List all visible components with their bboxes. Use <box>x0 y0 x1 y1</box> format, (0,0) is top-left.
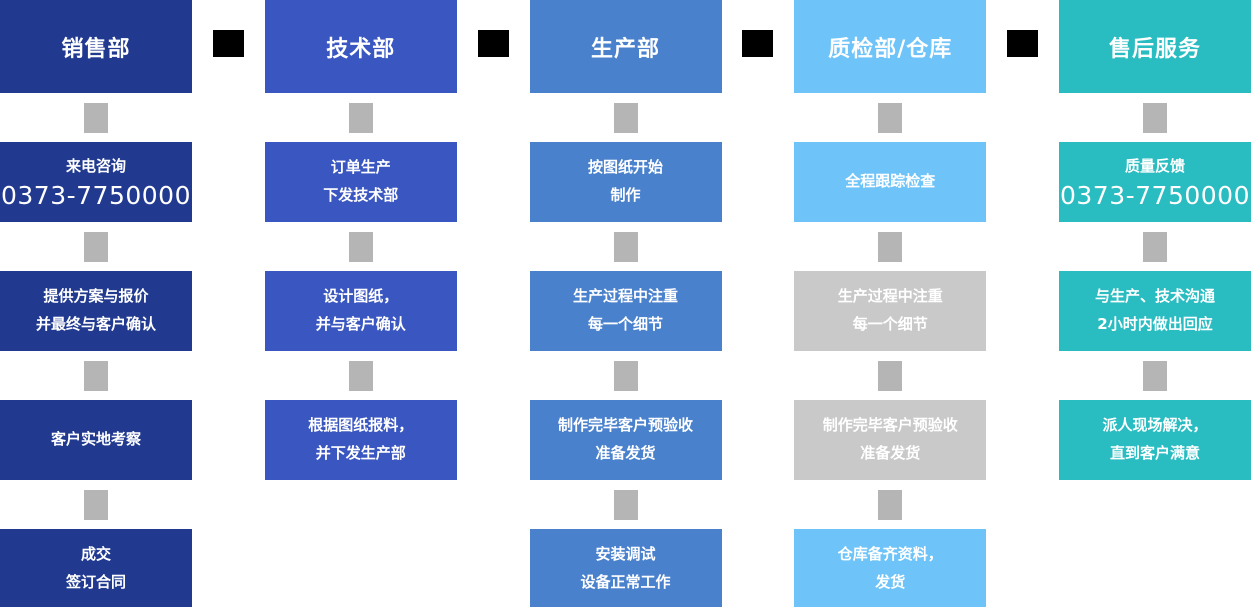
flow-step-box-muted: 制作完毕客户预验收 准备发货 <box>794 400 987 480</box>
flow-column-aftersales: 售后服务 质量反馈 0373-7750000 与生产、技术沟通 2小时内做出回应… <box>1059 0 1251 607</box>
flow-column-technology: 技术部 订单生产 下发技术部 设计图纸， 并与客户确认 根据图纸报料， 并下发生… <box>264 0 457 607</box>
flow-connector <box>1143 361 1167 391</box>
step-line: 设备正常工作 <box>580 573 671 591</box>
flow-step-box: 提供方案与报价 并最终与客户确认 <box>0 271 192 351</box>
flow-step-box: 成交 签订合同 <box>0 529 192 607</box>
header-separator-icon <box>478 30 509 57</box>
step-line: 发货 <box>875 573 906 591</box>
flow-step-box: 订单生产 下发技术部 <box>264 142 457 222</box>
step-line: 制作完毕客户预验收 <box>557 416 693 435</box>
step-line: 订单生产 <box>330 158 391 177</box>
phone-number: 0373-7750000 <box>1060 181 1250 211</box>
column-header-sales: 销售部 <box>0 0 192 93</box>
step-line: 下发技术部 <box>323 186 399 204</box>
step-line: 来电咨询 <box>65 156 126 175</box>
flow-connector <box>613 232 638 262</box>
step-line: 安装调试 <box>595 545 656 564</box>
step-line: 并最终与客户确认 <box>35 315 156 333</box>
flow-step-box: 生产过程中注重 每一个细节 <box>529 271 722 351</box>
step-line: 每一个细节 <box>587 315 663 333</box>
step-line: 生产过程中注重 <box>572 287 678 306</box>
flow-connector <box>613 361 638 391</box>
flow-connector <box>878 361 903 391</box>
flow-step-box: 来电咨询 0373-7750000 <box>0 142 192 222</box>
step-line: 签订合同 <box>65 573 126 591</box>
step-line: 制作 <box>610 186 641 204</box>
flow-column-production: 生产部 按图纸开始 制作 生产过程中注重 每一个细节 制作完毕客户预验收 准备发… <box>529 0 722 607</box>
flow-connector <box>348 232 373 262</box>
step-line: 客户实地考察 <box>50 430 141 449</box>
flow-step-box: 设计图纸， 并与客户确认 <box>264 271 457 351</box>
flow-step-box: 与生产、技术沟通 2小时内做出回应 <box>1059 271 1251 351</box>
header-separator-icon <box>1007 30 1038 57</box>
header-separator-icon <box>742 30 773 57</box>
step-line: 每一个细节 <box>852 315 928 333</box>
flow-step-box: 派人现场解决， 直到客户满意 <box>1059 400 1251 480</box>
step-line: 设计图纸， <box>323 287 399 306</box>
step-line: 按图纸开始 <box>587 158 663 177</box>
phone-number: 0373-7750000 <box>1 181 191 211</box>
flow-step-box: 根据图纸报料， 并下发生产部 <box>264 400 457 480</box>
step-line: 根据图纸报料， <box>308 416 414 435</box>
column-header-label: 售后服务 <box>1108 36 1201 62</box>
flow-step-box: 质量反馈 0373-7750000 <box>1059 142 1251 222</box>
flow-column-sales: 销售部 来电咨询 0373-7750000 提供方案与报价 并最终与客户确认 客… <box>0 0 192 607</box>
step-line: 成交 <box>80 545 111 564</box>
header-separator-icon <box>213 30 244 57</box>
step-line: 准备发货 <box>860 444 921 462</box>
step-line: 准备发货 <box>595 444 656 462</box>
flow-connector <box>84 232 108 262</box>
column-header-label: 销售部 <box>61 36 131 62</box>
flow-connector <box>1143 103 1167 133</box>
step-line: 生产过程中注重 <box>837 287 943 306</box>
flow-connector <box>878 103 903 133</box>
column-header-production: 生产部 <box>529 0 722 93</box>
step-line: 直到客户满意 <box>1109 444 1200 462</box>
flow-connector <box>878 232 903 262</box>
flow-step-box: 制作完毕客户预验收 准备发货 <box>529 400 722 480</box>
flow-connector <box>613 103 638 133</box>
step-line: 与生产、技术沟通 <box>1094 287 1215 306</box>
flow-step-box: 客户实地考察 <box>0 400 192 480</box>
step-line: 仓库备齐资料， <box>837 545 943 564</box>
flow-column-qa-warehouse: 质检部/仓库 全程跟踪检查 生产过程中注重 每一个细节 制作完毕客户预验收 准备… <box>794 0 987 607</box>
step-line: 质量反馈 <box>1124 156 1185 175</box>
flow-connector <box>84 103 108 133</box>
flow-connector <box>1143 232 1167 262</box>
step-line: 派人现场解决， <box>1102 416 1208 435</box>
step-line: 并与客户确认 <box>315 315 406 333</box>
flow-connector <box>348 103 373 133</box>
step-line: 2小时内做出回应 <box>1097 315 1213 333</box>
flow-step-box-muted: 生产过程中注重 每一个细节 <box>794 271 987 351</box>
column-header-qa-warehouse: 质检部/仓库 <box>794 0 987 93</box>
column-header-label: 质检部/仓库 <box>828 36 953 62</box>
column-header-label: 技术部 <box>326 36 396 62</box>
flow-step-box: 安装调试 设备正常工作 <box>529 529 722 607</box>
column-header-technology: 技术部 <box>264 0 457 93</box>
flow-step-box: 仓库备齐资料， 发货 <box>794 529 987 607</box>
flow-step-box: 全程跟踪检查 <box>794 142 987 222</box>
flow-connector <box>348 361 373 391</box>
step-line: 制作完毕客户预验收 <box>822 416 958 435</box>
step-line: 全程跟踪检查 <box>845 172 936 191</box>
column-header-label: 生产部 <box>590 36 660 62</box>
column-header-aftersales: 售后服务 <box>1059 0 1251 93</box>
flow-connector <box>613 490 638 520</box>
flow-connector <box>84 490 108 520</box>
step-line: 提供方案与报价 <box>43 287 149 306</box>
flow-connector <box>84 361 108 391</box>
step-line: 并下发生产部 <box>315 444 406 462</box>
flow-connector <box>878 490 903 520</box>
flow-step-box: 按图纸开始 制作 <box>529 142 722 222</box>
